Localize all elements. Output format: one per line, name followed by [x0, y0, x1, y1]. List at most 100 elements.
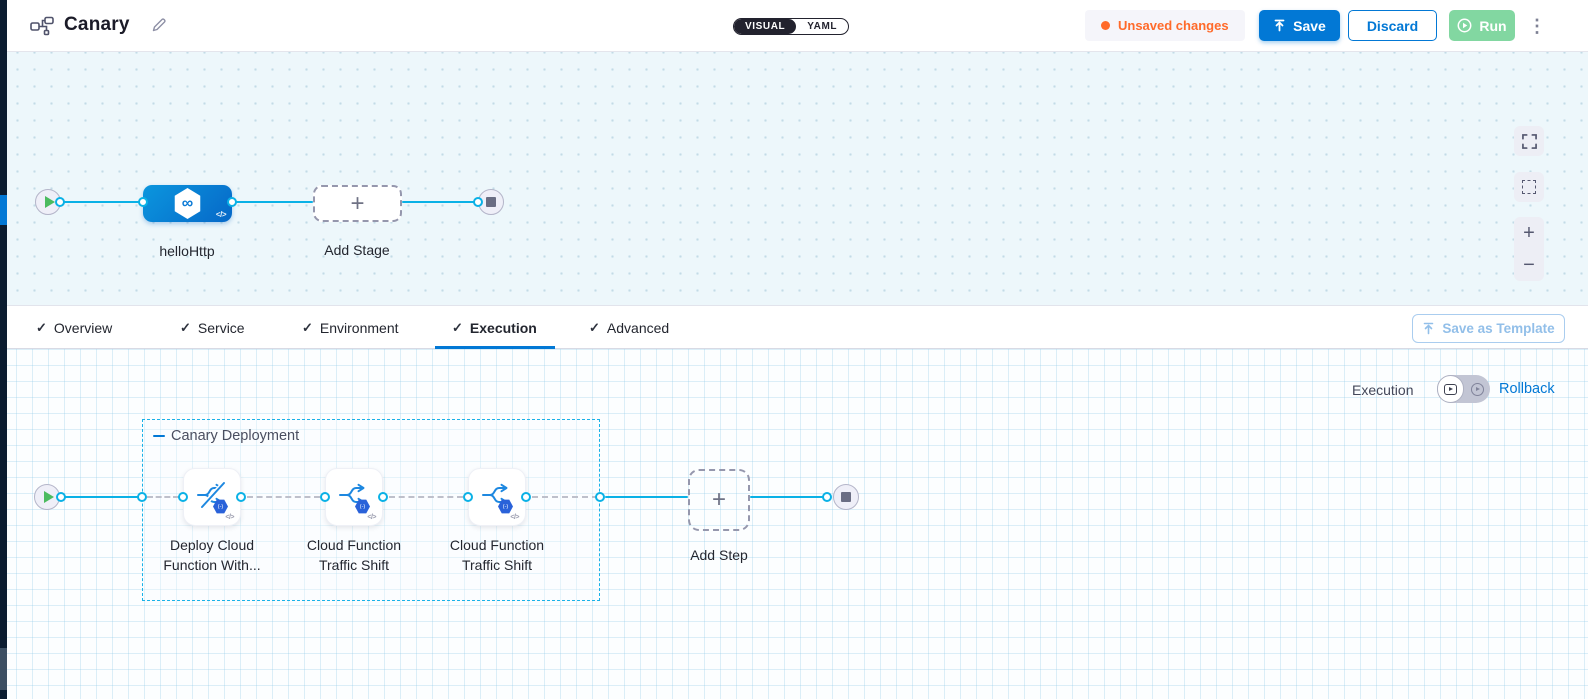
group-header[interactable]: Canary Deployment — [153, 428, 299, 444]
connector-line — [750, 496, 827, 498]
save-label: Save — [1293, 17, 1326, 34]
execution-rollback-toggle[interactable] — [1437, 375, 1490, 403]
step-label: Cloud Function Traffic Shift — [412, 535, 582, 575]
step-label-line1: Cloud Function — [449, 537, 545, 553]
cloud-function-badge-icon: (-) — [213, 499, 228, 514]
fullscreen-icon — [1521, 133, 1537, 149]
connector-dot — [595, 492, 605, 502]
connector-line — [60, 201, 143, 203]
tab-label: Service — [197, 319, 245, 336]
stage-card-hellohttp[interactable]: ∞ </> — [143, 185, 232, 222]
step-label-line2: Traffic Shift — [461, 557, 533, 573]
add-stage-button[interactable]: + — [313, 185, 402, 222]
stage-label: helloHttp — [159, 243, 215, 259]
cloud-function-badge-icon: (-) — [355, 499, 370, 514]
unsaved-dot-icon — [1101, 21, 1110, 30]
connector-dot — [378, 492, 388, 502]
toggle-visual[interactable]: VISUAL — [734, 19, 797, 34]
zoom-out-button[interactable]: − — [1523, 253, 1535, 276]
plus-icon: + — [711, 486, 726, 513]
connector-dot — [236, 492, 246, 502]
zoom-controls: + − — [1514, 217, 1544, 281]
save-as-template-label: Save as Template — [1442, 321, 1555, 336]
add-step-label: Add Step — [690, 547, 748, 563]
execution-end-node[interactable] — [833, 484, 859, 510]
run-button[interactable]: Run — [1449, 10, 1515, 41]
active-tab-underline — [435, 346, 555, 349]
connector-dot — [463, 492, 473, 502]
discard-label: Discard — [1366, 17, 1419, 34]
cloud-function-hexagon-icon: ∞ — [174, 188, 201, 219]
execution-toggle-option[interactable] — [1437, 375, 1464, 403]
fit-to-view-button[interactable] — [1514, 172, 1544, 202]
rollback-toggle-option[interactable] — [1464, 375, 1490, 403]
tab-label: Advanced — [606, 319, 670, 336]
tab-label: Environment — [319, 319, 399, 336]
check-icon: ✓ — [589, 319, 600, 335]
tab-environment[interactable]: ✓ Environment — [302, 306, 399, 349]
step-label-line1: Deploy Cloud — [169, 537, 255, 553]
connector-dot — [473, 197, 483, 207]
fullscreen-button[interactable] — [1514, 126, 1544, 156]
step-label: Cloud Function Traffic Shift — [269, 535, 439, 575]
unsaved-changes-label: Unsaved changes — [1118, 18, 1229, 33]
add-step-button[interactable]: + — [688, 469, 750, 531]
execution-start-node[interactable] — [34, 484, 60, 510]
visual-yaml-toggle[interactable]: VISUAL YAML — [733, 18, 850, 35]
check-icon: ✓ — [180, 319, 191, 335]
step-label-line2: Function With... — [163, 557, 261, 573]
toggle-yaml[interactable]: YAML — [807, 21, 838, 32]
tab-label: Overview — [53, 319, 113, 336]
dashed-connector-line — [532, 496, 598, 498]
tab-service[interactable]: ✓ Service — [180, 306, 245, 349]
left-nav-rail[interactable] — [0, 0, 7, 699]
collapse-icon[interactable] — [153, 434, 165, 438]
stage-canvas[interactable]: ∞ </> helloHttp + Add Stage + − — [0, 52, 1588, 305]
connector-dot — [521, 492, 531, 502]
stop-icon — [486, 197, 496, 207]
dashed-connector-line — [247, 496, 320, 498]
template-upload-icon — [1424, 322, 1434, 335]
check-icon: ✓ — [36, 319, 47, 335]
add-stage-label: Add Stage — [324, 242, 390, 258]
code-icon: </> — [510, 514, 519, 521]
connector-line — [402, 201, 478, 203]
save-as-template-button[interactable]: Save as Template — [1412, 314, 1565, 343]
pipeline-icon — [30, 16, 54, 36]
zoom-in-button[interactable]: + — [1523, 221, 1535, 244]
plus-icon: + — [350, 189, 365, 217]
connector-dot — [320, 492, 330, 502]
code-icon: </> — [367, 514, 376, 521]
step-label-line2: Traffic Shift — [318, 557, 390, 573]
cloud-function-badge-icon: (-) — [498, 499, 513, 514]
execution-canvas[interactable]: Execution Rollback Canary Deployment — [0, 349, 1588, 699]
save-button[interactable]: Save — [1259, 10, 1340, 41]
tab-overview[interactable]: ✓ Overview — [36, 306, 112, 349]
connector-dot — [138, 197, 148, 207]
execution-play-icon — [1444, 383, 1457, 395]
step-card-traffic-shift-1[interactable]: (-) </> — [325, 468, 383, 526]
dashed-connector-line — [147, 496, 179, 498]
discard-button[interactable]: Discard — [1348, 10, 1437, 41]
check-icon: ✓ — [302, 319, 313, 335]
kebab-menu-icon[interactable]: ⋮ — [1528, 15, 1546, 36]
code-icon: </> — [225, 514, 234, 521]
step-card-deploy-cloud-function[interactable]: (-) </> — [183, 468, 241, 526]
code-icon: </> — [215, 210, 227, 219]
tab-label: Execution — [469, 319, 537, 336]
connector-line — [605, 496, 688, 498]
connector-dot — [227, 197, 237, 207]
tab-advanced[interactable]: ✓ Advanced — [589, 306, 669, 349]
rollback-link[interactable]: Rollback — [1499, 381, 1555, 397]
edit-title-icon[interactable] — [150, 16, 168, 34]
dashed-connector-line — [389, 496, 463, 498]
step-card-traffic-shift-2[interactable]: (-) </> — [468, 468, 526, 526]
execution-mode-label: Execution — [1352, 382, 1414, 398]
left-nav-active-indicator — [0, 195, 7, 225]
tab-execution[interactable]: ✓ Execution — [452, 306, 537, 349]
save-arrow-icon — [1274, 19, 1285, 32]
start-play-icon — [43, 491, 54, 503]
stop-icon — [841, 492, 851, 502]
stage-tab-bar: ✓ Overview ✓ Service ✓ Environment ✓ Exe… — [0, 305, 1588, 349]
